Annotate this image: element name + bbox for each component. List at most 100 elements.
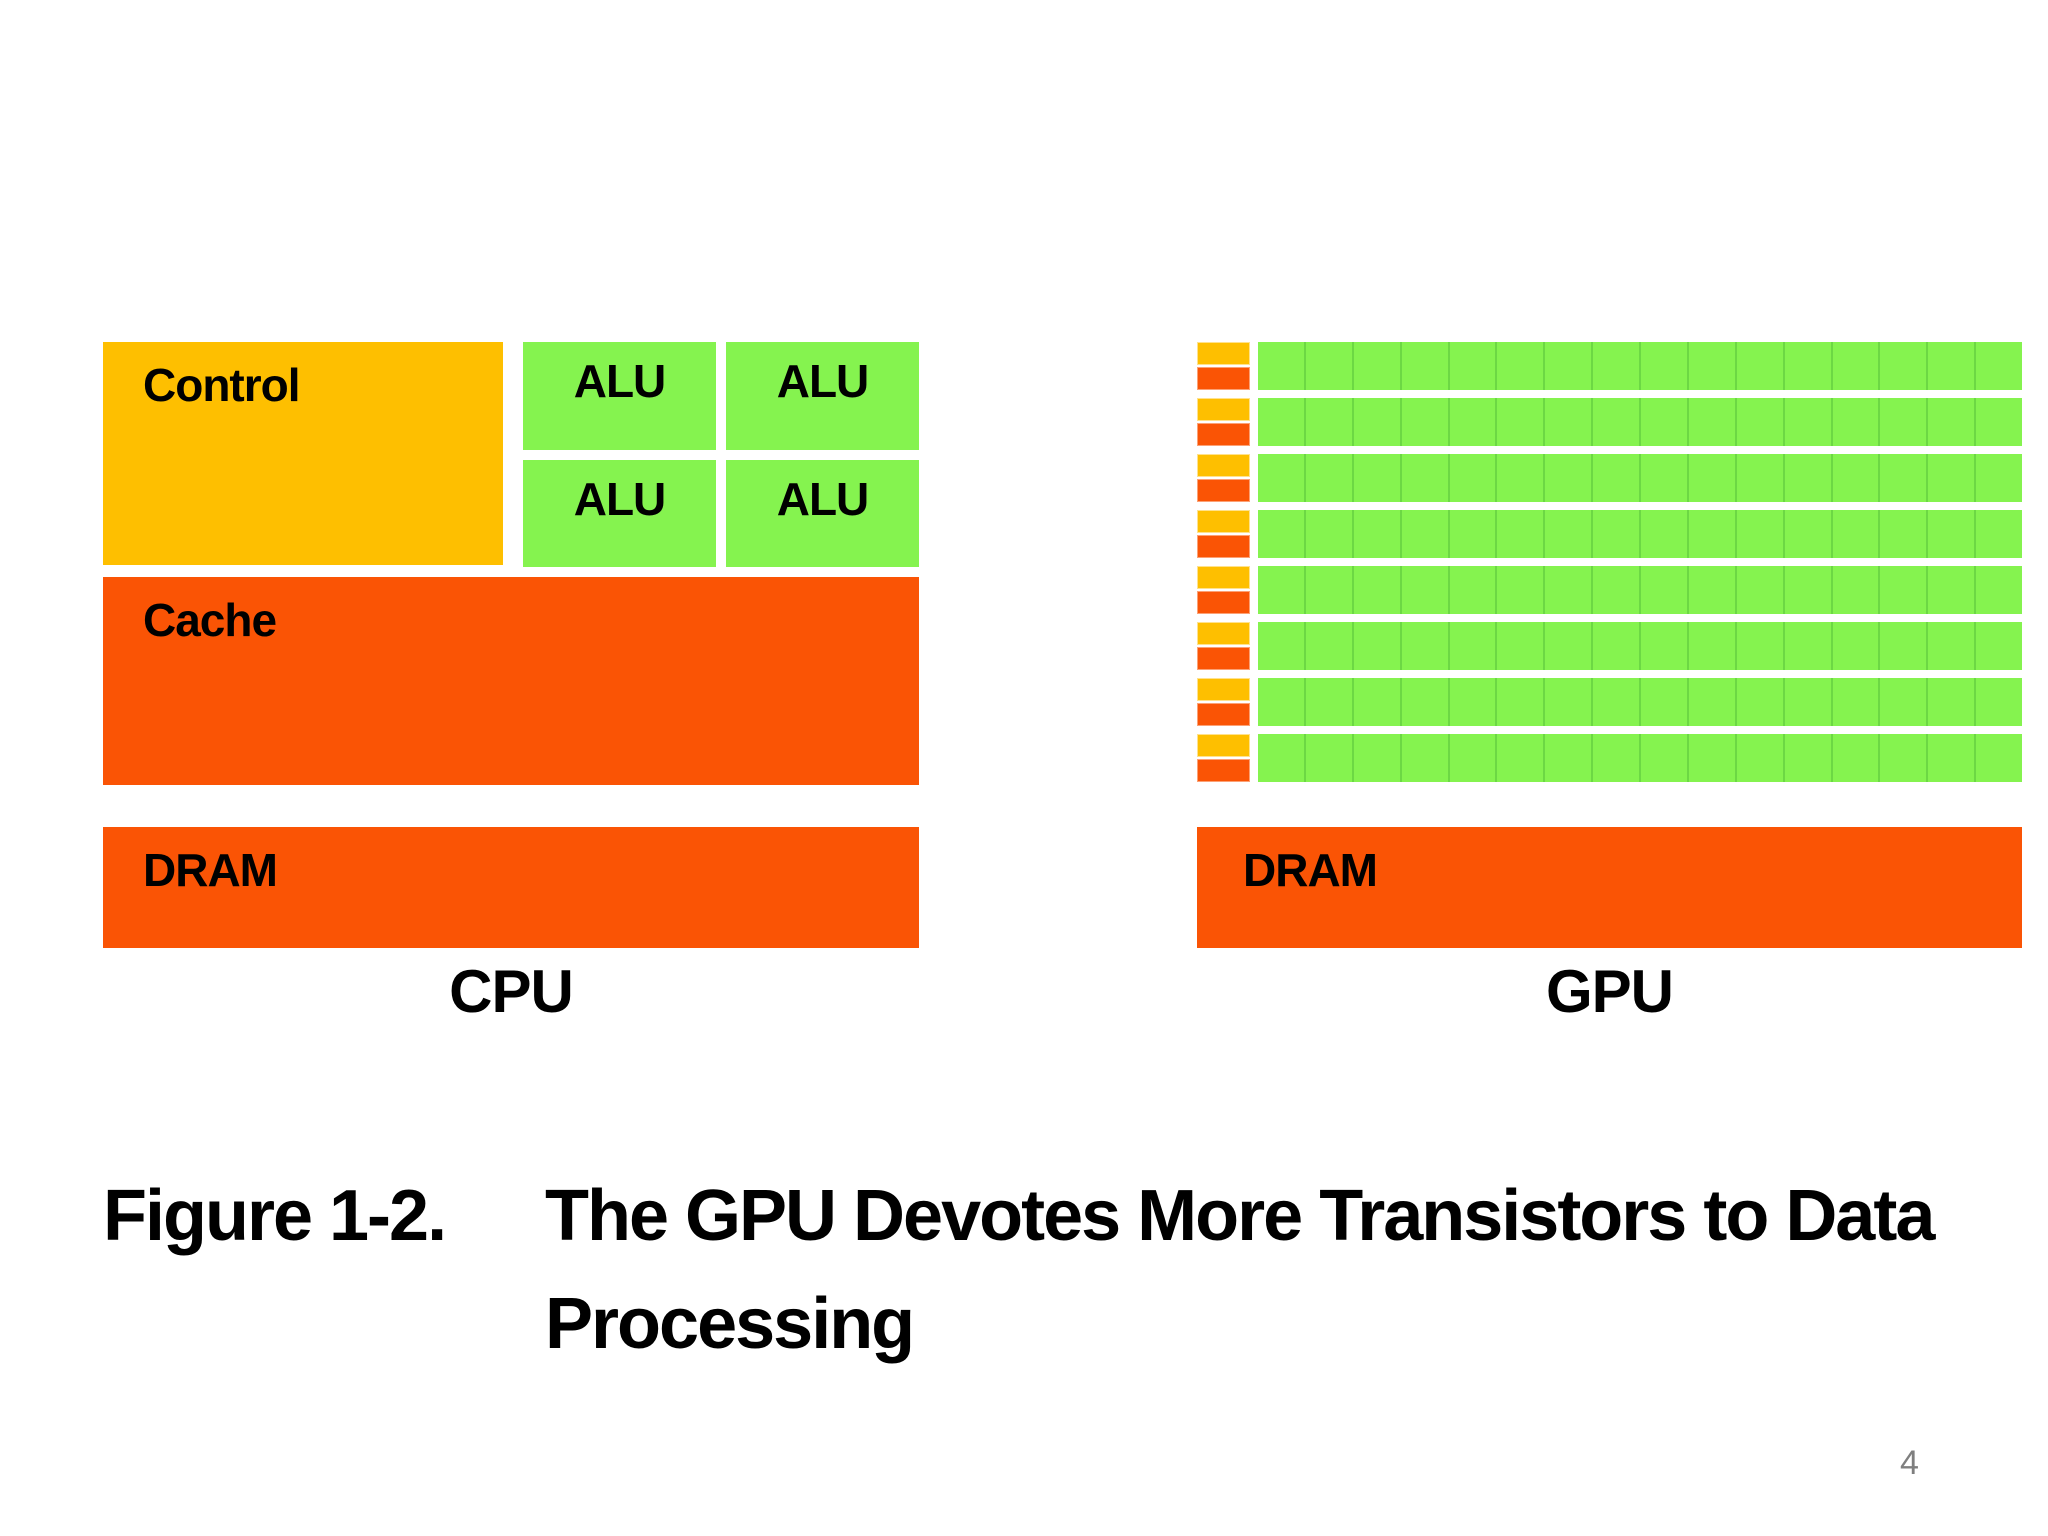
gpu-alu-cell <box>1450 510 1498 558</box>
gpu-alu-cell <box>1928 510 1977 558</box>
gpu-alu-cell <box>1785 454 1833 502</box>
gpu-alu-cell <box>1450 454 1498 502</box>
gpu-alu-cell <box>1833 398 1881 446</box>
gpu-alu-cell <box>1928 566 1977 614</box>
gpu-alu-cell <box>1354 398 1402 446</box>
cpu-alu-grid: ALU ALU ALU ALU <box>523 342 919 567</box>
gpu-alu-cell <box>1976 678 2022 726</box>
gpu-alu-cell <box>1258 342 1306 390</box>
gpu-alu-cell <box>1258 678 1306 726</box>
gpu-row <box>1197 622 2022 670</box>
gpu-alu-row <box>1258 622 2022 670</box>
gpu-alu-cell <box>1497 678 1546 726</box>
gpu-alu-cell <box>1545 678 1594 726</box>
gpu-row <box>1197 510 2022 558</box>
gpu-alu-cell <box>1689 734 1737 782</box>
gpu-control-cell <box>1197 678 1250 701</box>
gpu-control-cell <box>1197 622 1250 645</box>
gpu-alu-cell <box>1737 342 1785 390</box>
cpu-alu-cell: ALU <box>523 459 716 567</box>
cpu-control-block: Control <box>103 342 503 565</box>
gpu-alu-cell <box>1306 734 1354 782</box>
figure-caption-line2: Processing <box>545 1284 915 1364</box>
gpu-alu-cell <box>1545 510 1594 558</box>
gpu-alu-cell <box>1833 678 1881 726</box>
gpu-alu-row <box>1258 678 2022 726</box>
gpu-alu-cell <box>1737 454 1785 502</box>
gpu-alu-cell <box>1545 622 1594 670</box>
gpu-cache-cell <box>1197 535 1250 558</box>
gpu-cache-cell <box>1197 703 1250 726</box>
gpu-cache-cell <box>1197 423 1250 446</box>
gpu-alu-cell <box>1306 454 1354 502</box>
gpu-control-cache-pair <box>1197 734 1250 782</box>
gpu-alu-cell <box>1306 510 1354 558</box>
gpu-alu-cell <box>1928 622 1977 670</box>
gpu-alu-cell <box>1402 678 1450 726</box>
gpu-alu-cell <box>1689 342 1737 390</box>
gpu-row <box>1197 342 2022 390</box>
gpu-alu-cell <box>1497 566 1546 614</box>
gpu-alu-cell <box>1402 622 1450 670</box>
gpu-alu-cell <box>1976 454 2022 502</box>
gpu-alu-cell <box>1737 510 1785 558</box>
gpu-alu-cell <box>1833 342 1881 390</box>
gpu-alu-cell <box>1402 734 1450 782</box>
gpu-alu-cell <box>1928 398 1977 446</box>
gpu-alu-cell <box>1689 678 1737 726</box>
gpu-alu-cell <box>1976 622 2022 670</box>
gpu-control-cell <box>1197 734 1250 757</box>
cpu-alu-cell: ALU <box>523 342 716 450</box>
cpu-dram-block: DRAM <box>103 827 919 948</box>
gpu-alu-cell <box>1497 454 1546 502</box>
gpu-alu-cell <box>1258 510 1306 558</box>
gpu-alu-cell <box>1880 678 1929 726</box>
gpu-control-cell <box>1197 398 1250 421</box>
figure-caption-text: The GPU Devotes More Transistors to Data… <box>545 1162 1935 1378</box>
gpu-alu-cell <box>1833 734 1881 782</box>
gpu-title: GPU <box>1545 958 1674 1025</box>
gpu-row <box>1197 454 2022 502</box>
gpu-alu-cell <box>1785 678 1833 726</box>
gpu-dram-block: DRAM <box>1197 827 2022 948</box>
cpu-alu-cell: ALU <box>726 342 919 450</box>
gpu-alu-cell <box>1258 734 1306 782</box>
gpu-alu-cell <box>1593 454 1641 502</box>
gpu-alu-cell <box>1928 678 1977 726</box>
gpu-alu-cell <box>1785 622 1833 670</box>
gpu-control-cache-pair <box>1197 622 1250 670</box>
gpu-alu-cell <box>1354 342 1402 390</box>
gpu-alu-cell <box>1976 342 2022 390</box>
gpu-alu-cell <box>1450 622 1498 670</box>
gpu-core-grid <box>1197 342 2022 790</box>
gpu-alu-cell <box>1258 454 1306 502</box>
gpu-control-cell <box>1197 566 1250 589</box>
gpu-alu-row <box>1258 398 2022 446</box>
gpu-control-cache-pair <box>1197 398 1250 446</box>
gpu-cache-cell <box>1197 591 1250 614</box>
gpu-control-cell <box>1197 454 1250 477</box>
gpu-alu-cell <box>1641 398 1689 446</box>
gpu-alu-cell <box>1497 398 1546 446</box>
figure-caption-line1: The GPU Devotes More Transistors to Data <box>545 1176 1935 1256</box>
gpu-alu-cell <box>1402 342 1450 390</box>
gpu-alu-cell <box>1258 622 1306 670</box>
gpu-alu-cell <box>1545 342 1594 390</box>
cpu-alu-label: ALU <box>776 355 870 407</box>
gpu-alu-cell <box>1545 398 1594 446</box>
gpu-alu-cell <box>1258 566 1306 614</box>
gpu-alu-row <box>1258 342 2022 390</box>
gpu-cache-cell <box>1197 479 1250 502</box>
gpu-alu-cell <box>1737 622 1785 670</box>
cpu-alu-label: ALU <box>573 355 667 407</box>
page-number: 4 <box>1900 1444 1919 1482</box>
gpu-alu-cell <box>1497 622 1546 670</box>
gpu-alu-cell <box>1450 734 1498 782</box>
gpu-alu-cell <box>1833 566 1881 614</box>
gpu-alu-cell <box>1354 734 1402 782</box>
gpu-alu-cell <box>1306 398 1354 446</box>
cpu-alu-label: ALU <box>776 472 870 525</box>
gpu-alu-cell <box>1833 622 1881 670</box>
gpu-row <box>1197 398 2022 446</box>
